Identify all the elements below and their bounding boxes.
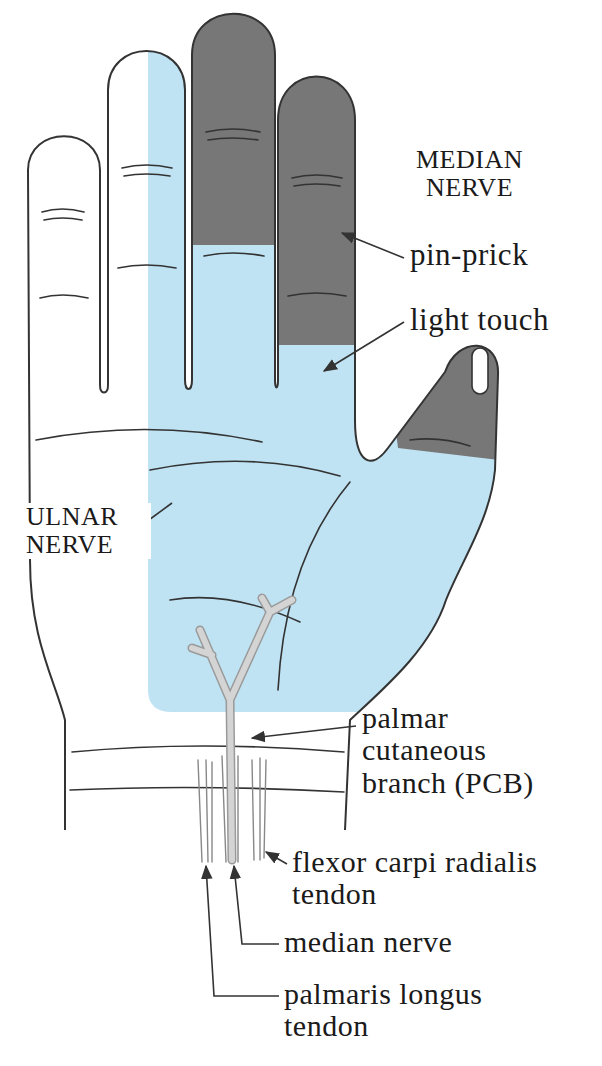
flexor-carpi-radialis-tendon xyxy=(252,758,266,860)
label-text: flexor carpi radialis tendon xyxy=(292,846,542,911)
skin-creases xyxy=(36,129,470,792)
crease xyxy=(42,209,84,220)
crease xyxy=(292,175,342,186)
label-text: light touch xyxy=(410,303,590,336)
crease xyxy=(204,253,264,256)
leader-line xyxy=(342,233,404,258)
light-touch-area xyxy=(148,0,602,712)
leader-line xyxy=(206,866,279,996)
pin-prick-area-thumb xyxy=(380,300,602,472)
crease xyxy=(206,129,260,140)
label-text: pin-prick xyxy=(410,238,585,271)
crease xyxy=(288,293,346,296)
leader-line xyxy=(324,322,404,371)
label-text: median nerve xyxy=(284,926,544,958)
label-text: palmar cutaneous branch (PCB) xyxy=(362,702,562,799)
label-text: palmaris longus tendon xyxy=(284,978,554,1043)
median-nerve xyxy=(222,756,238,862)
pin-prick-area-index xyxy=(276,0,366,345)
leader-line xyxy=(234,866,279,944)
crease xyxy=(150,461,340,476)
leader-line xyxy=(252,726,356,738)
label-text: MEDIAN NERVE xyxy=(392,146,547,202)
wrist-tendons xyxy=(198,756,266,862)
palmaris-longus-tendon xyxy=(198,760,212,862)
crease xyxy=(40,295,88,298)
crease xyxy=(278,482,350,690)
crease xyxy=(36,429,262,442)
label-text: ULNAR NERVE xyxy=(26,503,151,559)
thumb-nail xyxy=(472,348,488,394)
sensory-areas xyxy=(148,0,602,712)
crease xyxy=(72,746,344,752)
pin-prick-area-middle xyxy=(185,0,276,245)
crease xyxy=(122,165,172,176)
crease xyxy=(410,439,470,446)
leader-line xyxy=(266,852,287,864)
crease xyxy=(118,265,176,268)
